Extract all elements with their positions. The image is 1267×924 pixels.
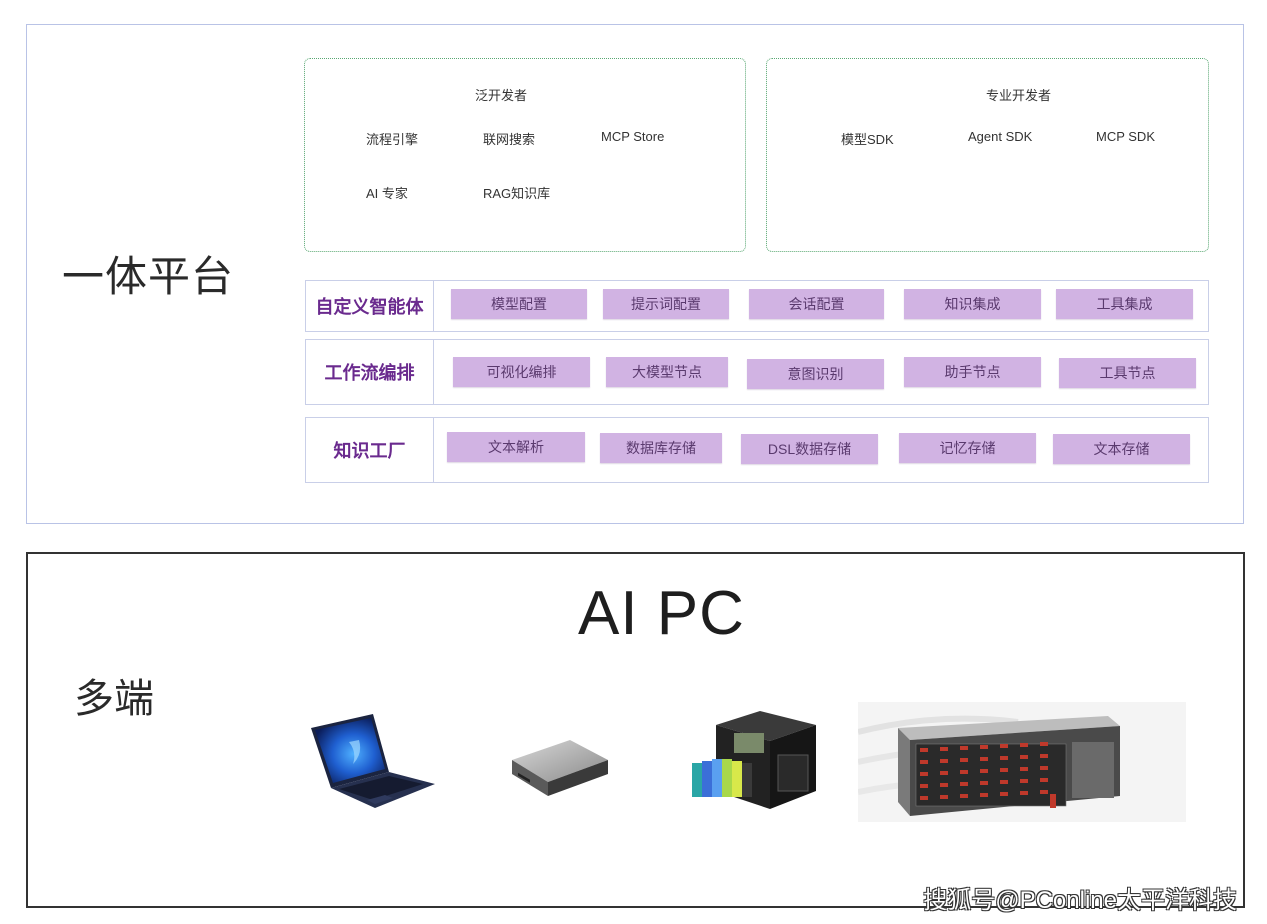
custom-agent-label: 自定义智能体 [315,297,424,317]
chip-knowledge-integration: 知识集成 [904,289,1041,319]
workflow-row: 工作流编排 可视化编排 大模型节点 意图识别 助手节点 工具节点 [305,339,1209,405]
knowledge-factory-label-cell: 知识工厂 [306,418,434,482]
workflow-label: 工作流编排 [324,363,415,383]
chip-prompt-config: 提示词配置 [603,289,729,319]
custom-agent-label-cell: 自定义智能体 [306,281,434,331]
workstation-icon [692,711,816,809]
chip-tool-node: 工具节点 [1059,358,1196,388]
feature-mcp-sdk: MCP SDK [1096,129,1155,144]
feature-agent-sdk: Agent SDK [968,129,1033,144]
feature-web-search: 联网搜索 [483,132,536,147]
chip-llm-node: 大模型节点 [606,357,728,387]
chip-memory-storage: 记忆存储 [899,433,1036,463]
chip-tool-integration: 工具集成 [1056,289,1193,319]
endpoints-title: 多端 [74,677,154,721]
chip-model-config: 模型配置 [451,289,587,319]
laptop-icon [311,714,435,808]
general-developer-box: 泛开发者 流程引擎 联网搜索 MCP Store AI 专家 RAG知识库 [304,58,746,252]
chip-session-config: 会话配置 [749,289,884,319]
chip-database-storage: 数据库存储 [600,433,722,463]
platform-title: 一体平台 [62,253,235,300]
chip-text-parsing: 文本解析 [447,432,585,462]
custom-agent-row: 自定义智能体 模型配置 提示词配置 会话配置 知识集成 工具集成 [305,280,1209,332]
feature-ai-expert: AI 专家 [366,186,408,201]
server-rack-icon [858,702,1186,822]
chip-assistant-node: 助手节点 [904,357,1041,387]
mini-pc-icon [512,740,608,796]
feature-model-sdk: 模型SDK [841,132,894,147]
professional-developer-title: 专业开发者 [986,88,1052,103]
professional-developer-box: 专业开发者 模型SDK Agent SDK MCP SDK [766,58,1209,252]
feature-process-engine: 流程引擎 [366,132,419,147]
ai-pc-headline: AI PC [578,579,745,648]
knowledge-factory-label: 知识工厂 [333,441,406,461]
knowledge-factory-row: 知识工厂 文本解析 数据库存储 DSL数据存储 记忆存储 文本存储 [305,417,1209,483]
general-developer-title: 泛开发者 [475,88,528,103]
chip-text-storage: 文本存储 [1053,434,1190,464]
feature-rag-knowledge-base: RAG知识库 [483,186,551,201]
chip-visual-orchestration: 可视化编排 [453,357,590,387]
chip-dsl-data-storage: DSL数据存储 [741,434,878,464]
workflow-label-cell: 工作流编排 [306,340,434,404]
feature-mcp-store: MCP Store [601,129,665,144]
source-watermark: 搜狐号@PConline太平洋科技 [923,887,1237,914]
chip-intent-recognition: 意图识别 [747,359,884,389]
